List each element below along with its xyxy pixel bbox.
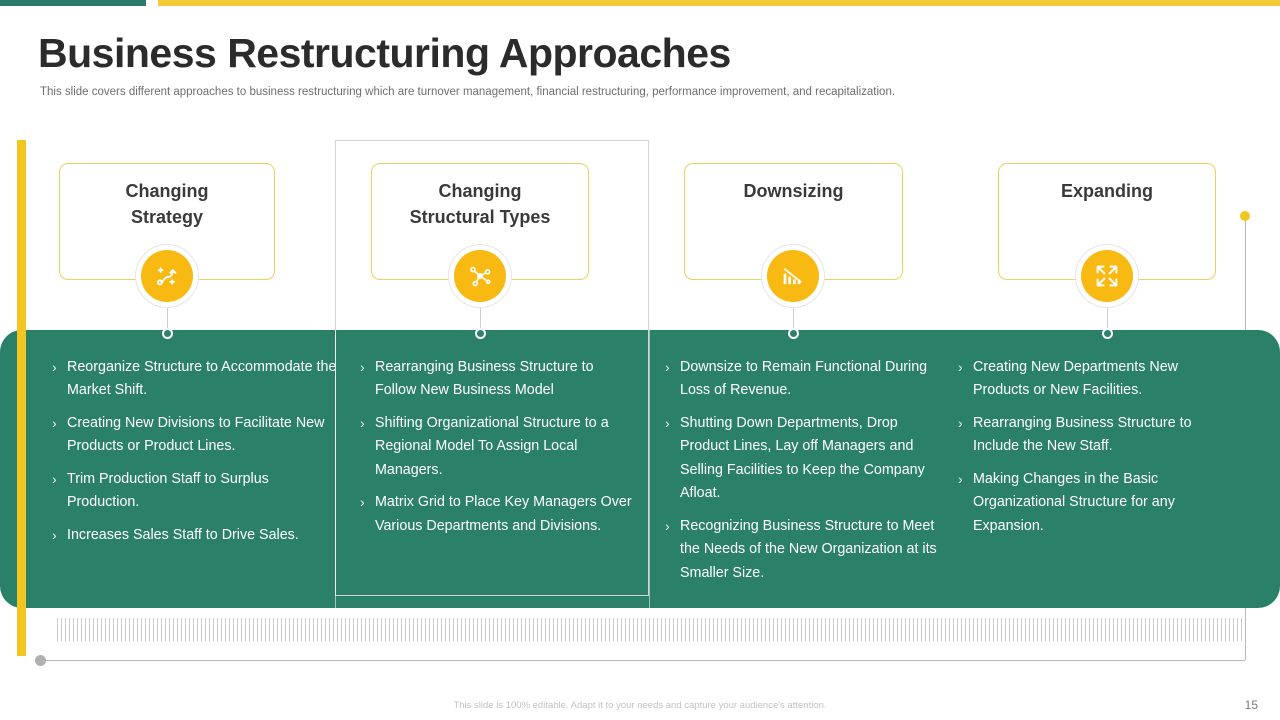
chevron-right-icon: › [958,414,963,431]
declining-bar-chart-icon[interactable] [767,250,819,302]
bottom-rule-dot [35,655,46,666]
connector-stem [480,308,481,333]
page-number: 15 [1244,698,1258,712]
list-item-text: Rearranging Business Structure to Includ… [973,414,1192,455]
card-title-line2: Structural Types [409,206,551,227]
list-item: › Recognizing Business Structure to Meet… [665,515,940,585]
decorative-stripe-band [57,618,1245,641]
chevron-right-icon: › [958,470,963,487]
list-item-text: Shutting Down Departments, Drop Product … [680,414,925,502]
list-item: › Increases Sales Staff to Drive Sales. [52,524,337,547]
footer-note: This slide is 100% editable. Adapt it to… [453,700,827,711]
list-item-text: Shifting Organizational Structure to a R… [375,414,609,478]
chevron-right-icon: › [52,414,57,431]
panel-divider-right [649,330,650,608]
chevron-right-icon: › [958,359,963,375]
list-item: › Trim Production Staff to Surplus Produ… [52,468,337,515]
list-item-text: Increases Sales Staff to Drive Sales. [67,526,299,543]
list-item-text: Recognizing Business Structure to Meet t… [680,517,937,581]
card-expanding[interactable]: Expanding [998,163,1216,280]
connector-stem [793,308,794,333]
card-title-line2: Strategy [130,206,204,227]
card-changing-structural-types[interactable]: Changing Structural Types [371,163,589,280]
list-item: › Creating New Divisions to Facilitate N… [52,412,337,459]
bullet-list-expanding: › Creating New Departments New Products … [958,356,1233,547]
connector-pin [788,328,799,339]
connector-pin [475,328,486,339]
bullet-list-downsizing: › Downsize to Remain Functional During L… [665,356,940,594]
list-item-text: Rearranging Business Structure to Follow… [375,359,594,399]
card-title-line1: Changing [438,181,522,201]
connector-stem [1107,308,1108,333]
list-item-text: Downsize to Remain Functional During Los… [680,359,928,399]
list-item-text: Matrix Grid to Place Key Managers Over V… [375,494,632,534]
chevron-right-icon: › [52,359,57,375]
chevron-right-icon: › [665,517,670,534]
card-title: Expanding [1060,181,1153,201]
chevron-right-icon: › [665,414,670,431]
expand-arrows-icon[interactable] [1081,250,1133,302]
chevron-right-icon: › [360,414,365,431]
connector-pin [162,328,173,339]
chevron-right-icon: › [360,359,365,375]
connector-pin [1102,328,1113,339]
left-accent-bar [17,140,26,656]
top-accent-bar-yellow [158,0,1280,6]
card-title: Changing Strategy [126,179,209,230]
bullet-list-changing-strategy: › Reorganize Structure to Accommodate th… [52,356,337,556]
list-item: › Making Changes in the Basic Organizati… [958,468,1233,538]
list-item: › Reorganize Structure to Accommodate th… [52,356,337,403]
right-connector-dot [1240,211,1250,221]
network-nodes-icon[interactable] [454,250,506,302]
card-title-line1: Changing [125,181,209,201]
content-panel [0,330,1280,608]
bottom-rule-line [40,660,1245,661]
chevron-right-icon: › [52,526,57,543]
card-title: Changing Structural Types [410,179,551,230]
list-item-text: Creating New Divisions to Facilitate New… [67,414,325,455]
list-item: › Creating New Departments New Products … [958,356,1233,403]
top-accent-bar-teal [0,0,146,6]
list-item-text: Creating New Departments New Products or… [973,359,1179,399]
page-title: Business Restructuring Approaches [38,30,731,76]
chevron-right-icon: › [52,470,57,487]
list-item: › Rearranging Business Structure to Incl… [958,412,1233,459]
chevron-right-icon: › [665,359,670,375]
list-item: › Downsize to Remain Functional During L… [665,356,940,403]
panel-divider-left [335,330,336,608]
list-item-text: Making Changes in the Basic Organization… [973,470,1175,534]
strategy-route-icon[interactable] [141,250,193,302]
list-item: › Shutting Down Departments, Drop Produc… [665,412,940,506]
page-subtitle: This slide covers different approaches t… [40,86,896,98]
list-item: › Shifting Organizational Structure to a… [360,412,635,482]
bullet-list-changing-structural-types: › Rearranging Business Structure to Foll… [360,356,635,547]
chevron-right-icon: › [360,494,365,511]
list-item: › Rearranging Business Structure to Foll… [360,356,635,403]
list-item: › Matrix Grid to Place Key Managers Over… [360,491,635,538]
card-title: Downsizing [743,181,844,201]
list-item-text: Reorganize Structure to Accommodate the … [67,359,337,399]
list-item-text: Trim Production Staff to Surplus Product… [67,470,269,511]
connector-stem [167,308,168,333]
